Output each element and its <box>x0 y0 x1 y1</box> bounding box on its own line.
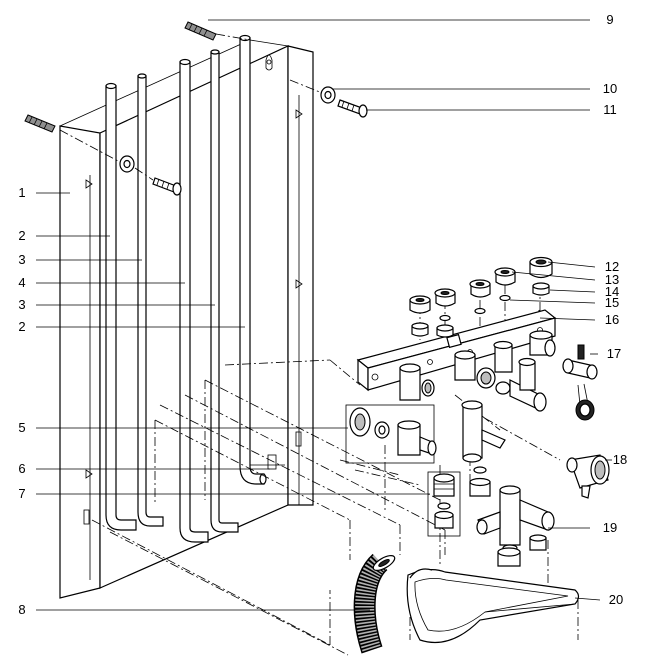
angle-valve <box>566 454 610 499</box>
callout-15: 15 <box>605 295 619 310</box>
callout-labels: 1 2 3 4 3 2 5 6 7 8 9 10 11 12 13 14 15 … <box>18 12 627 617</box>
nut-1 <box>409 295 431 337</box>
callout-14: 14 <box>605 284 619 299</box>
top-fittings <box>409 256 553 338</box>
valve-b <box>454 350 496 389</box>
callout-3-upper: 3 <box>18 252 25 267</box>
callout-11: 11 <box>603 102 617 117</box>
nut-4 <box>494 267 516 302</box>
drain-cock <box>562 344 598 421</box>
tee-assembly <box>476 485 555 567</box>
wall-plug-left <box>24 114 56 133</box>
callout-7: 7 <box>18 486 25 501</box>
assembly-centerlines <box>59 33 579 656</box>
screw-left <box>152 177 182 196</box>
flexible-hose <box>353 553 396 654</box>
callout-4: 4 <box>18 275 25 290</box>
callout-16: 16 <box>605 312 619 327</box>
fitting-group-7 <box>427 471 461 537</box>
washer-upper <box>320 86 336 104</box>
callout-3-lower: 3 <box>18 297 25 312</box>
callout-19: 19 <box>603 520 617 535</box>
valve-e <box>529 330 556 357</box>
valve-c <box>493 340 513 395</box>
callout-20: 20 <box>609 592 623 607</box>
callout-5: 5 <box>18 420 25 435</box>
callout-18: 18 <box>613 452 627 467</box>
fixings <box>24 21 368 196</box>
callout-2-lower: 2 <box>18 319 25 334</box>
drip-tray <box>406 568 580 644</box>
callout-9: 9 <box>606 12 613 27</box>
callout-6: 6 <box>18 461 25 476</box>
callout-17: 17 <box>607 346 621 361</box>
center-valve <box>461 400 506 497</box>
leader-lines <box>36 19 612 611</box>
nut-3 <box>469 279 491 315</box>
callout-2-upper: 2 <box>18 228 25 243</box>
valve-d <box>509 357 547 412</box>
washer-left <box>119 155 135 173</box>
nut-5 <box>529 256 553 296</box>
nut-2 <box>434 288 456 338</box>
screw-upper <box>337 99 368 118</box>
callout-12: 12 <box>605 259 619 274</box>
wall-plug-upper <box>184 21 217 41</box>
callout-13: 13 <box>605 272 619 287</box>
fitting-group-5 <box>345 404 437 464</box>
callout-10: 10 <box>603 81 617 96</box>
valve-a <box>399 363 435 401</box>
callout-1: 1 <box>18 185 25 200</box>
upper-valves <box>399 330 556 412</box>
callout-8: 8 <box>18 602 25 617</box>
